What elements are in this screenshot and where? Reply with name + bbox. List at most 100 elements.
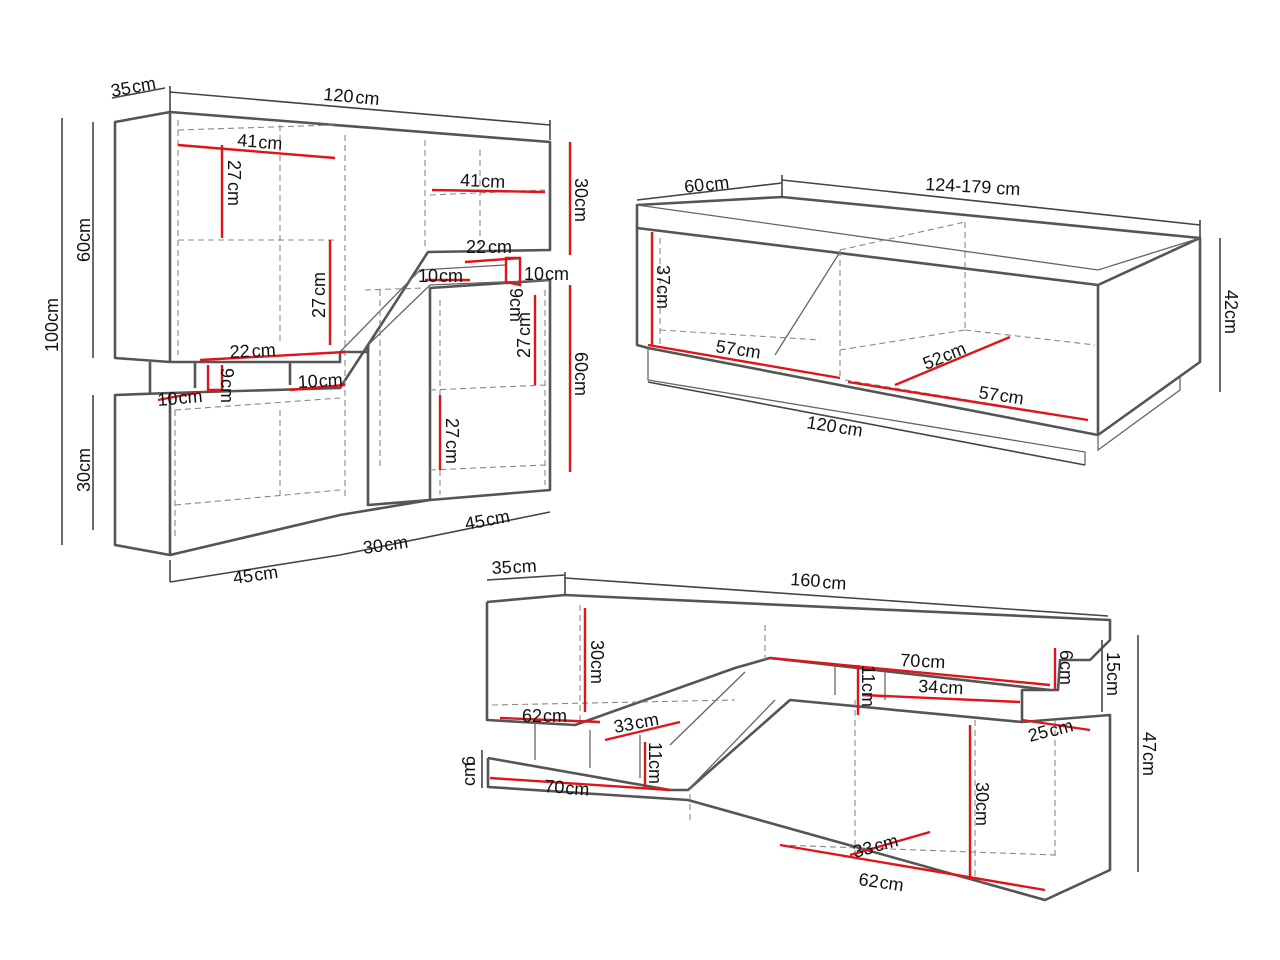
tv-unit-lower-front [487,698,1023,792]
coffee-table-top-inner [636,204,1201,271]
wall-label-base-45-right-unit: cm [484,506,511,530]
tv-label-width-unit: cm [822,572,847,594]
tv-label-shelf-62-bottom-unit: cm [878,872,905,895]
wall-label-shelf-27-left-2-unit: cm [309,272,329,296]
table-label-base-length-unit: cm [837,417,864,441]
wall-label-shelf-41-upper-unit: cm [258,132,283,154]
wall-label-shelf-41-right-unit: cm [481,171,506,192]
wall-label-depth: 35 [109,78,132,101]
table-label-inner-57-right-unit: cm [998,385,1025,409]
wall-label-step-10-right: 10 [524,264,544,284]
tv-label-height-6-top: 6 [1056,650,1076,660]
tv-unit-top-shelf [486,593,1112,902]
wall-dim-mid-step-9 [206,365,224,392]
tv-unit-hidden-lines [491,605,1056,880]
tv-label-height-6-left: 6 [459,756,479,766]
wall-dim-base-line [169,511,551,583]
table-label-height-unit: cm [1221,310,1241,334]
coffee-table-hidden-lines [659,221,1096,421]
tv-dim-shelf-62-bottom [779,843,1046,892]
wall-label-right-shelf-27-unit: cm [514,312,534,336]
wall-label-base-30-mid: 30 [362,535,385,558]
tv-label-shelf-33-bottom-unit: cm [872,830,900,856]
wall-label-mid-step-10a: 10 [157,388,179,410]
coffee-table: 60 cm 124-179 cm 42 cm 37 cm 57 cm 52 cm… [635,172,1241,466]
table-dim-inner-57-left [647,343,841,380]
wall-label-shelf-27-left-1: 27 [224,160,244,180]
tv-label-shelf-70-bottom: 70 [544,776,565,797]
tv-label-shelf-33-bottom: 33 [851,837,876,862]
tv-label-shelf-70-top: 70 [900,650,921,671]
wall-label-step-22-top: 22 [466,237,486,257]
wall-label-step-9a: 9 [506,288,526,298]
wall-label-right-shelf-27: 27 [514,338,534,358]
wall-label-mid-step-10b: 10 [297,371,318,392]
wall-label-base-30-mid-unit: cm [383,532,410,555]
wall-label-lower-height-unit: cm [74,448,94,472]
tv-label-total-height: 47 [1139,732,1159,752]
wall-label-width: 120 [323,84,355,107]
wall-label-total-height: 100 [42,322,62,352]
wall-unit: 35 cm 120 cm 100 cm 60 cm 30 cm 41 cm 27… [42,73,591,588]
table-label-inner-height-unit: cm [653,285,673,309]
coffee-table-outline [635,195,1202,437]
wall-label-mid-step-10b-unit: cm [318,370,343,391]
wall-label-total-height-unit: cm [42,298,62,322]
table-label-depth: 60 [683,175,705,197]
wall-label-base-45-right: 45 [463,511,486,534]
tv-label-depth-unit: cm [512,556,537,577]
tv-label-depth: 35 [491,557,512,578]
wall-label-mid-step-22-unit: cm [251,340,276,361]
tv-label-shelf-62-bottom: 62 [857,869,880,892]
tv-label-height-11-left-unit: cm [645,760,665,784]
wall-unit-connector [148,362,292,395]
wall-label-step-10-a-unit: cm [439,266,463,286]
wall-label-shelf-41-upper: 41 [237,130,258,151]
table-label-base-length: 120 [805,412,838,436]
tv-label-height-6-left-unit: cm [459,762,479,786]
table-dim-inner-52 [894,335,1011,387]
wall-dim-width-line [169,86,551,140]
wall-label-mid-step-10a-unit: cm [178,386,204,408]
wall-label-step-10-right-unit: cm [545,264,569,284]
wall-label-step-10-a: 10 [418,266,438,286]
wall-label-step-9a-unit: cm [506,298,526,322]
tv-label-height-11-left: 11 [645,742,665,761]
wall-label-shelf-41-right: 41 [460,170,481,191]
table-label-depth-unit: cm [704,172,730,195]
table-label-height: 42 [1221,290,1241,310]
wall-label-upper-height-unit: cm [74,218,94,242]
tv-label-height-30-left: 30 [587,640,607,660]
tv-dim-shelf-62-left [499,716,601,724]
tv-label-shelf-62-left: 62 [522,706,542,726]
tv-dim-shelf-34 [861,693,1021,704]
tv-label-depth-25: 25 [1026,721,1051,746]
tv-dim-width-line [564,572,1109,617]
wall-dim-depth-line [111,87,166,99]
tv-label-shelf-34-unit: cm [939,677,964,698]
coffee-table-base [647,348,1181,465]
tv-unit-legs [534,665,886,778]
table-label-inner-57-left: 57 [714,336,737,359]
wall-label-top-right-30-unit: cm [571,198,591,222]
tv-label-total-height-unit: cm [1139,752,1159,776]
wall-label-mid-step-9-unit: cm [217,379,237,403]
table-label-length: 124-179 [925,174,992,197]
table-dim-inner-57-right [847,380,1089,422]
coffee-table-divider [774,251,841,356]
tv-label-height-6-top-unit: cm [1056,661,1076,685]
tv-label-shelf-70-top-unit: cm [921,651,946,672]
table-label-inner-57-right: 57 [977,382,1000,405]
wall-label-mid-step-22: 22 [229,341,250,362]
tv-label-height-11-top-unit: cm [858,683,878,707]
tv-dim-shelf-70-top [769,656,1051,687]
tv-dim-shelf-33-bottom [849,830,931,857]
table-label-inner-height: 37 [653,265,673,285]
wall-dim-shelf-41-upper [177,143,336,160]
wall-label-shelf-27-left-2: 27 [309,298,329,318]
wall-unit-hidden-shelves [174,120,546,540]
tv-label-shelf-70-bottom-unit: cm [565,778,590,800]
tv-label-height-30-left-unit: cm [587,660,607,684]
